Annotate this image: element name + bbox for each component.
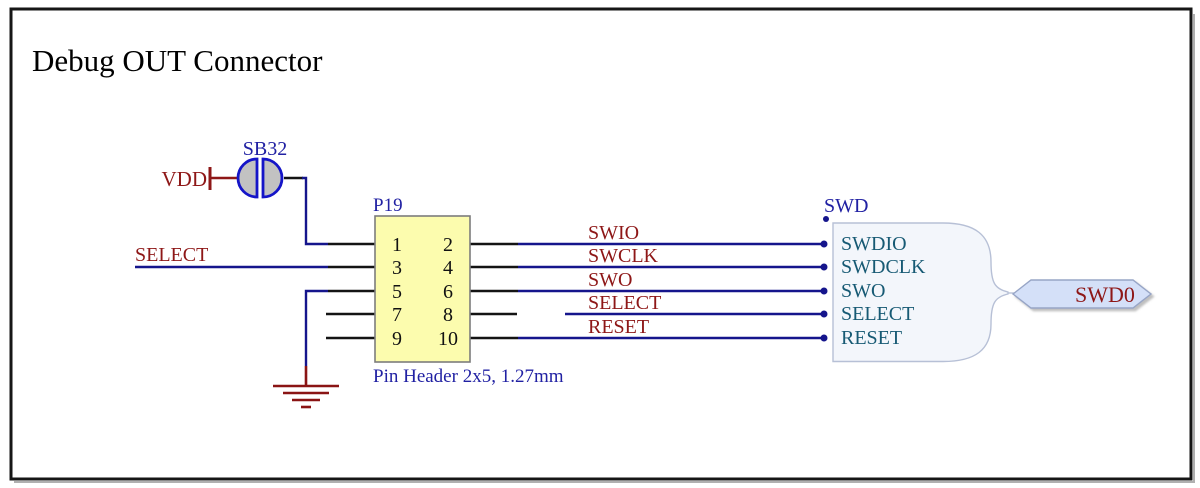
harness-junction-dots (820, 240, 828, 342)
wire-pin5-to-ground (304, 289, 328, 366)
swd0-label: SWD0 (1075, 282, 1135, 307)
page-title: Debug OUT Connector (32, 43, 323, 78)
pin-number-1: 1 (392, 234, 402, 256)
right-net-labels: SWIO SWCLK SWO SELECT RESET (588, 222, 661, 338)
vdd-label: VDD (162, 167, 208, 191)
pin-number-6: 6 (443, 281, 453, 303)
harness-entry-reset[interactable]: RESET (841, 327, 902, 349)
solder-bridge-right-half-icon (261, 157, 284, 199)
harness-entry-swdclk[interactable]: SWDCLK (841, 256, 926, 278)
pin-number-8: 8 (443, 304, 453, 326)
wires (135, 176, 822, 366)
pin-number-4: 4 (443, 257, 453, 279)
harness-entry-swo[interactable]: SWO (841, 280, 885, 302)
net-label-swio[interactable]: SWIO (588, 222, 639, 244)
pin-number-2: 2 (443, 234, 453, 256)
pin-number-9: 9 (392, 328, 402, 350)
net-label-swo[interactable]: SWO (588, 269, 632, 291)
pin-number-5: 5 (392, 281, 402, 303)
swd0-hexagon (1011, 279, 1153, 309)
p19-description: Pin Header 2x5, 1.27mm (373, 366, 564, 387)
wire-vdd-to-pin1 (302, 176, 328, 246)
p19-body (374, 215, 471, 363)
harness-port-swd0[interactable]: SWD0 (1011, 279, 1153, 309)
net-label-select-left[interactable]: SELECT (135, 244, 208, 266)
vdd-power-port[interactable]: VDD (162, 167, 241, 191)
pin-number-10: 10 (438, 328, 458, 350)
harness-connector-swd[interactable]: SWD SWDIO SWDCLK SWO SELECT RESET (820, 195, 1015, 363)
solder-bridge-sb32[interactable]: SB32 (236, 138, 287, 199)
ground-symbol-icon[interactable] (273, 366, 339, 409)
swd-designator: SWD (824, 195, 868, 217)
pin-header-p19[interactable]: P19 1 3 5 7 9 2 4 6 8 10 Pin Header 2x5,… (373, 195, 564, 387)
harness-entry-select[interactable]: SELECT (841, 303, 914, 325)
pin-number-7: 7 (392, 304, 402, 326)
net-label-swclk[interactable]: SWCLK (588, 245, 659, 267)
solder-bridge-left-half-icon (236, 157, 259, 199)
p19-designator: P19 (373, 195, 403, 216)
harness-entry-swdio[interactable]: SWDIO (841, 233, 907, 255)
swd-anchor-dot (823, 216, 829, 222)
net-label-reset[interactable]: RESET (588, 316, 649, 338)
harness-body (832, 222, 1009, 363)
sb32-designator: SB32 (243, 138, 287, 160)
pin-stubs (284, 176, 518, 340)
net-label-select-right[interactable]: SELECT (588, 292, 661, 314)
pin-number-3: 3 (392, 257, 402, 279)
